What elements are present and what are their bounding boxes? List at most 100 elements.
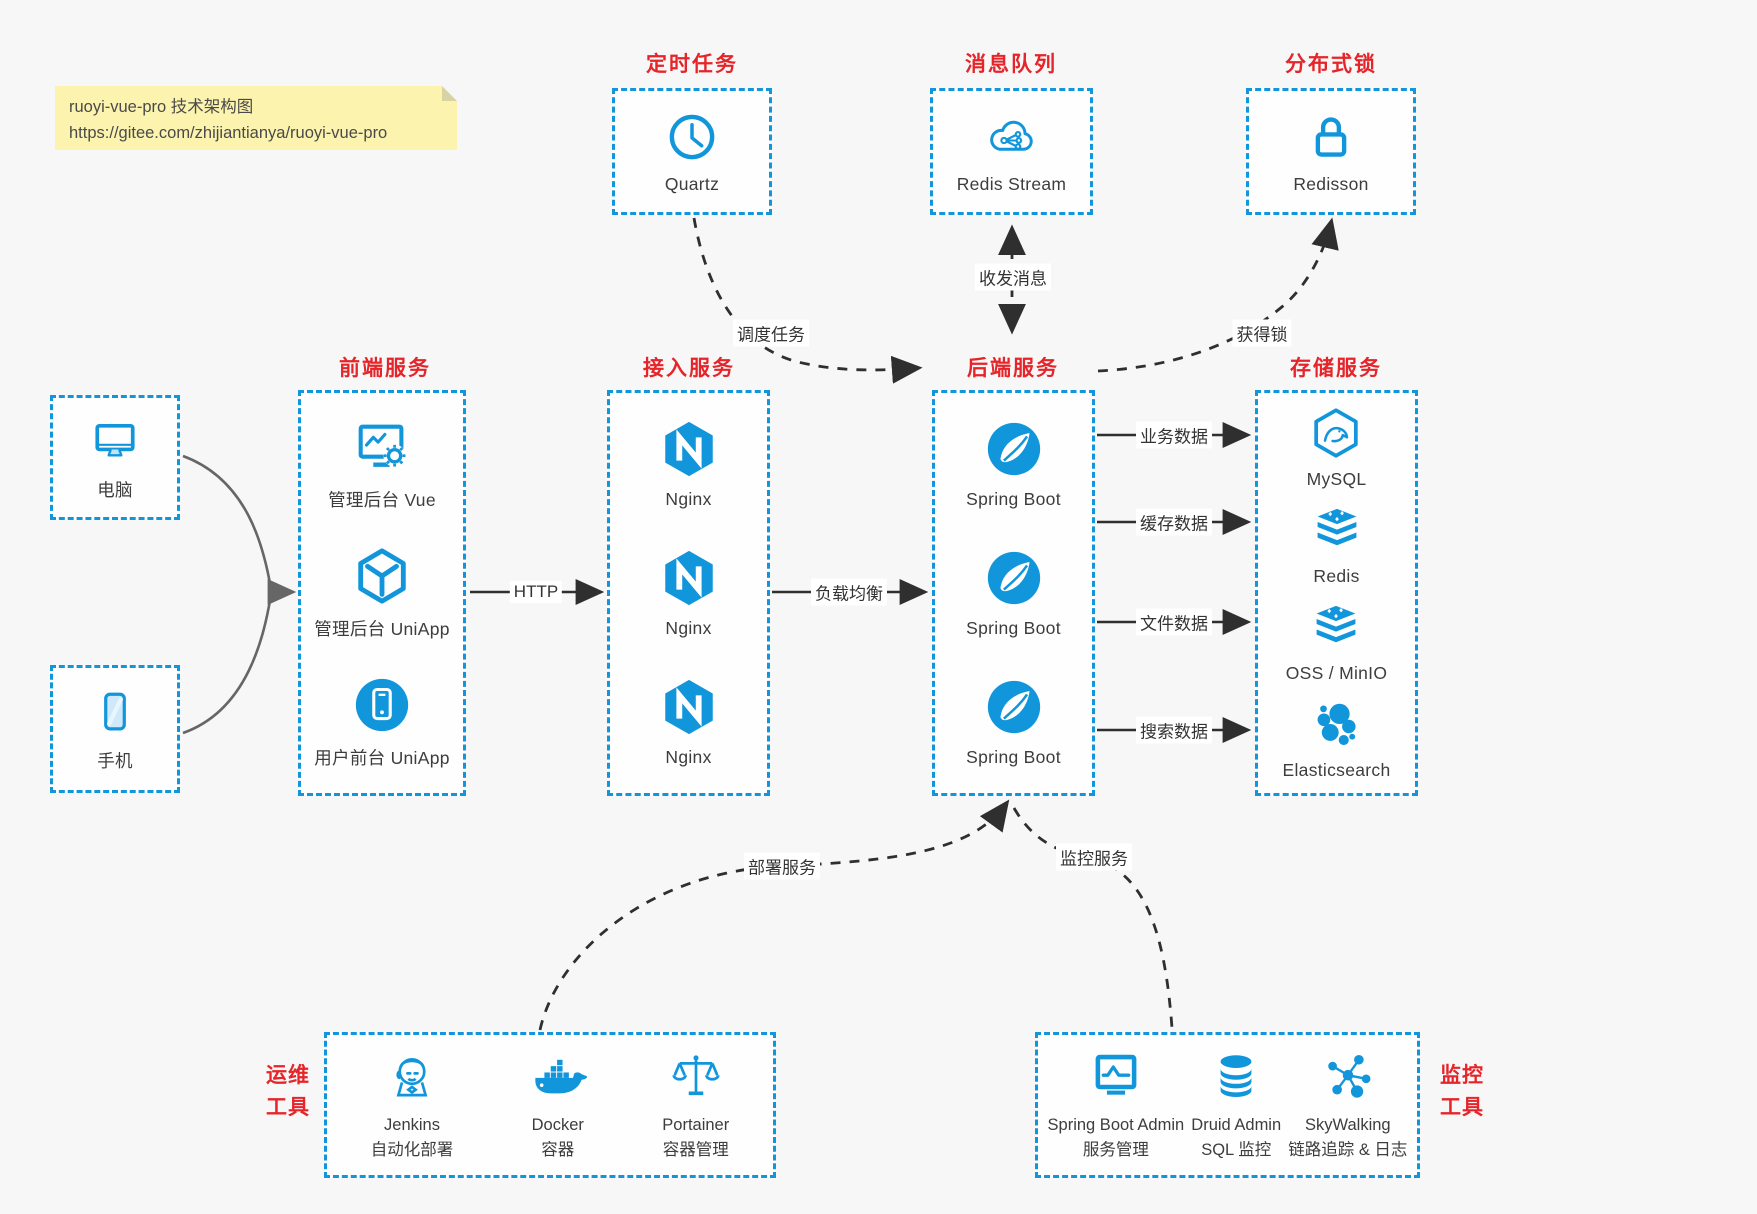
cache-data-label: 缓存数据 bbox=[1136, 508, 1212, 536]
redisson-node: Redisson bbox=[1293, 109, 1368, 195]
quartz-node: Quartz bbox=[664, 109, 720, 195]
druid-icon bbox=[1220, 1055, 1252, 1097]
cloud-share-icon bbox=[990, 120, 1034, 151]
quartz-box: Quartz bbox=[612, 88, 772, 215]
group-title-storage: 存储服务 bbox=[1290, 357, 1382, 380]
access-column-box: Nginx Nginx Nginx bbox=[607, 390, 770, 796]
http-label: HTTP bbox=[509, 581, 563, 603]
spring-boot-label-2: Spring Boot bbox=[966, 617, 1061, 638]
clock-icon bbox=[669, 114, 715, 159]
mobile-client-box: 手机 bbox=[50, 665, 180, 793]
mysql-node: MySQL bbox=[1307, 406, 1367, 490]
monitor-arrow bbox=[1012, 807, 1174, 1029]
mobile-client-label: 手机 bbox=[97, 751, 133, 771]
nginx-icon bbox=[664, 550, 713, 606]
group-title-scheduled-tasks: 定时任务 bbox=[646, 53, 738, 76]
monitor-label: 监控服务 bbox=[1056, 843, 1132, 871]
get-lock-label: 获得锁 bbox=[1232, 319, 1292, 347]
redis-stack-icon bbox=[1317, 605, 1356, 642]
lock-icon bbox=[1315, 116, 1347, 157]
pc-client-node: 电脑 bbox=[88, 414, 142, 502]
spring-icon bbox=[987, 422, 1040, 475]
dashed-arrows bbox=[538, 217, 1339, 1031]
side-title-monitor-tools: 监控 工具 bbox=[1440, 1064, 1484, 1119]
side-title-ops-tools: 运维 工具 bbox=[266, 1064, 310, 1119]
oss-minio-node: OSS / MinIO bbox=[1286, 600, 1388, 684]
user-uniapp-node: 用户前台 UniApp bbox=[314, 674, 450, 770]
mobile-client-node: 手机 bbox=[88, 685, 142, 773]
cube-icon bbox=[358, 548, 406, 604]
redis-label: Redis bbox=[1313, 565, 1360, 586]
search-data-label: 搜索数据 bbox=[1136, 716, 1212, 744]
spring-boot-node-2: Spring Boot bbox=[966, 547, 1061, 639]
phone-circle-icon bbox=[355, 679, 409, 732]
redis-stream-label: Redis Stream bbox=[956, 173, 1067, 194]
nginx-node-3: Nginx bbox=[658, 676, 720, 768]
load-balance-label: 负载均衡 bbox=[811, 578, 887, 606]
sticky-note: ruoyi-vue-pro 技术架构图 https://gitee.com/zh… bbox=[55, 86, 457, 150]
portainer-icon bbox=[672, 1055, 720, 1095]
spring-boot-node-3: Spring Boot bbox=[966, 676, 1061, 768]
user-uniapp-label: 用户前台 UniApp bbox=[314, 748, 450, 769]
deploy-arrow bbox=[538, 799, 1010, 1031]
nginx-node-1: Nginx bbox=[658, 418, 720, 510]
note-title: ruoyi-vue-pro 技术架构图 bbox=[69, 98, 254, 116]
nginx-icon bbox=[664, 421, 713, 476]
nginx-label-3: Nginx bbox=[665, 747, 712, 768]
frontend-column-box: 管理后台 Vue 管理后台 UniApp 用户前台 UniApp bbox=[298, 390, 466, 796]
nginx-icon bbox=[664, 680, 713, 735]
spring-boot-label-1: Spring Boot bbox=[966, 488, 1061, 509]
redis-stack-icon bbox=[1317, 508, 1356, 545]
redis-stream-node: Redis Stream bbox=[957, 109, 1067, 195]
spring-icon bbox=[987, 551, 1040, 605]
elasticsearch-label: Elasticsearch bbox=[1282, 759, 1391, 780]
pc-client-box: 电脑 bbox=[50, 395, 180, 520]
oss-minio-label: OSS / MinIO bbox=[1285, 662, 1388, 683]
file-data-label: 文件数据 bbox=[1136, 608, 1212, 636]
note-url: https://gitee.com/zhijiantianya/ruoyi-vu… bbox=[69, 123, 388, 142]
nginx-label-1: Nginx bbox=[665, 488, 712, 509]
business-data-label: 业务数据 bbox=[1136, 421, 1212, 449]
admin-vue-label: 管理后台 Vue bbox=[328, 489, 436, 510]
admin-uniapp-label: 管理后台 UniApp bbox=[314, 618, 450, 639]
redisson-label: Redisson bbox=[1293, 173, 1369, 194]
admin-monitor-icon bbox=[1095, 1054, 1137, 1095]
mysql-icon bbox=[1314, 407, 1359, 458]
messages-label: 收发消息 bbox=[975, 263, 1051, 291]
pc-client-label: 电脑 bbox=[97, 479, 133, 500]
schedule-task-arrow bbox=[692, 217, 923, 384]
skywalking-icon bbox=[1328, 1054, 1371, 1098]
redis-node: Redis bbox=[1310, 503, 1364, 587]
elasticsearch-node: Elasticsearch bbox=[1283, 697, 1391, 781]
schedule-task-label: 调度任务 bbox=[733, 319, 809, 347]
quartz-label: Quartz bbox=[664, 173, 720, 194]
mysql-label: MySQL bbox=[1306, 468, 1367, 489]
nginx-label-2: Nginx bbox=[665, 617, 712, 638]
get-lock-arrow bbox=[1097, 217, 1339, 373]
backend-column-box: Spring Boot Spring Boot Spring Boot bbox=[932, 390, 1095, 796]
jenkins-icon bbox=[396, 1057, 428, 1097]
storage-column-box: MySQL Redis bbox=[1255, 390, 1418, 796]
admin-vue-icon bbox=[358, 424, 406, 467]
client-to-frontend-arrows bbox=[182, 454, 297, 735]
group-title-frontend: 前端服务 bbox=[339, 357, 431, 380]
deploy-label: 部署服务 bbox=[744, 852, 820, 880]
note-fold-corner bbox=[442, 86, 457, 101]
spring-boot-label-3: Spring Boot bbox=[966, 747, 1061, 768]
group-title-access: 接入服务 bbox=[643, 357, 735, 380]
mobile-icon bbox=[104, 692, 126, 731]
docker-icon bbox=[535, 1059, 587, 1094]
